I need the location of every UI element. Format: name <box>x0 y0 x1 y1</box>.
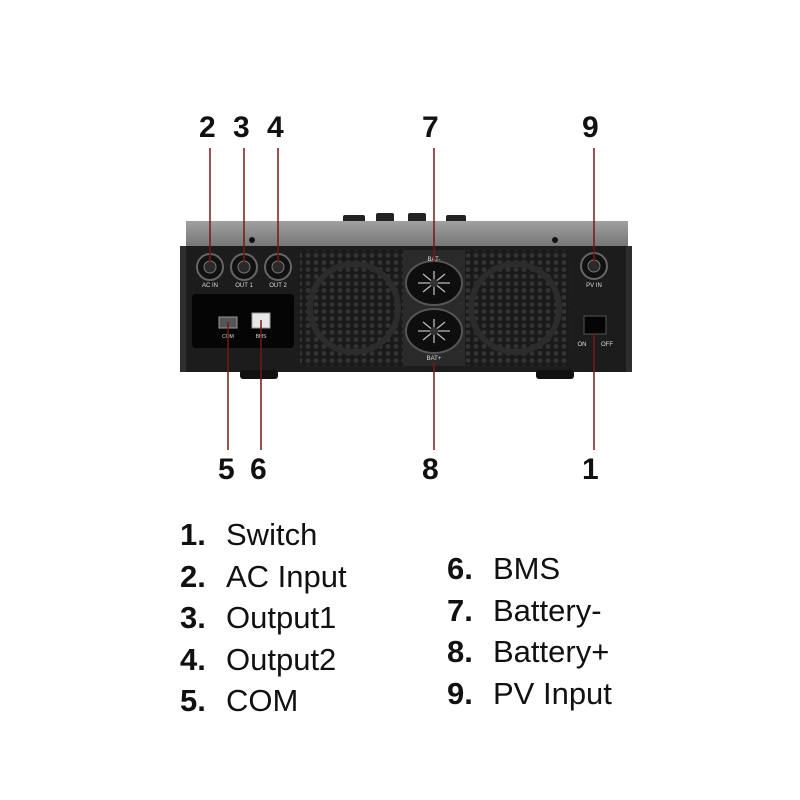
out1-label: OUT 1 <box>235 283 253 289</box>
com-bms-panel <box>192 294 294 348</box>
legend-number: 7. <box>447 592 473 628</box>
callout-number-6: 6 <box>250 453 267 486</box>
top-bump <box>376 213 394 223</box>
callout-number-1: 1 <box>582 453 599 486</box>
legend-number: 2. <box>180 558 206 594</box>
pv-in-connector <box>580 252 608 280</box>
screw <box>249 237 255 243</box>
pv-in-label: PV IN <box>586 283 602 289</box>
legend-right: 6. BMS 7. Battery- 8. Battery+ 9. PV Input <box>447 548 612 714</box>
legend-item: 2. AC Input <box>180 556 347 598</box>
power-switch <box>583 315 607 335</box>
ac-in-connector <box>196 253 224 281</box>
legend-label: BMS <box>493 551 561 586</box>
callout-number-4: 4 <box>267 111 284 144</box>
callout-number-2: 2 <box>199 111 216 144</box>
out2-label: OUT 2 <box>269 283 287 289</box>
callout-number-7: 7 <box>422 111 439 144</box>
legend-item: 4. Output2 <box>180 639 347 681</box>
callout-number-9: 9 <box>582 111 599 144</box>
legend-number: 8. <box>447 634 473 669</box>
legend-number: 5. <box>180 683 206 718</box>
callout-number-3: 3 <box>233 111 250 144</box>
legend-label: Output2 <box>226 641 337 677</box>
legend-number: 6. <box>447 551 473 586</box>
out2-connector <box>264 253 292 281</box>
side-rail-right <box>626 246 632 372</box>
legend-item: 9. PV Input <box>447 673 612 715</box>
fan-grille-left <box>300 250 408 366</box>
callout-number-8: 8 <box>422 453 439 486</box>
legend-number: 3. <box>180 600 206 635</box>
legend-item: 6. BMS <box>447 548 612 590</box>
callout-number-5: 5 <box>218 453 235 486</box>
legend-label: COM <box>226 683 299 718</box>
top-bump <box>408 213 426 223</box>
legend-label: Output1 <box>226 600 337 635</box>
legend-label: AC Input <box>226 558 347 594</box>
legend-label: Battery+ <box>493 634 610 669</box>
legend-number: 4. <box>180 641 206 677</box>
legend-number: 1. <box>180 517 206 552</box>
legend-item: 1. Switch <box>180 514 347 556</box>
foot-left <box>240 370 278 379</box>
ac-in-label: AC IN <box>202 283 218 289</box>
screw <box>552 237 558 243</box>
fan-blade-left <box>307 261 401 355</box>
legend-left: 1.Switch 2.AC Input 3.Output1 4.Output2 … <box>180 514 347 722</box>
legend-label: Switch <box>226 517 318 552</box>
legend-item: 5. COM <box>180 680 347 722</box>
fan-blade-right <box>468 261 562 355</box>
foot-right <box>536 370 574 379</box>
bat-pos-label: BAT+ <box>427 356 442 362</box>
fan-grille-right <box>460 250 570 366</box>
leader-lines <box>209 148 595 450</box>
legend-label: PV Input <box>493 675 612 711</box>
legend-number: 9. <box>447 675 473 711</box>
legend-item: 7. Battery- <box>447 590 612 632</box>
legend-item: 8. Battery+ <box>447 631 612 673</box>
side-rail-left <box>180 246 186 372</box>
switch-off-label: OFF <box>601 342 613 348</box>
legend-label: Battery- <box>493 592 602 628</box>
legend-item: 3. Output1 <box>180 597 347 639</box>
switch-on-label: ON <box>578 342 587 348</box>
